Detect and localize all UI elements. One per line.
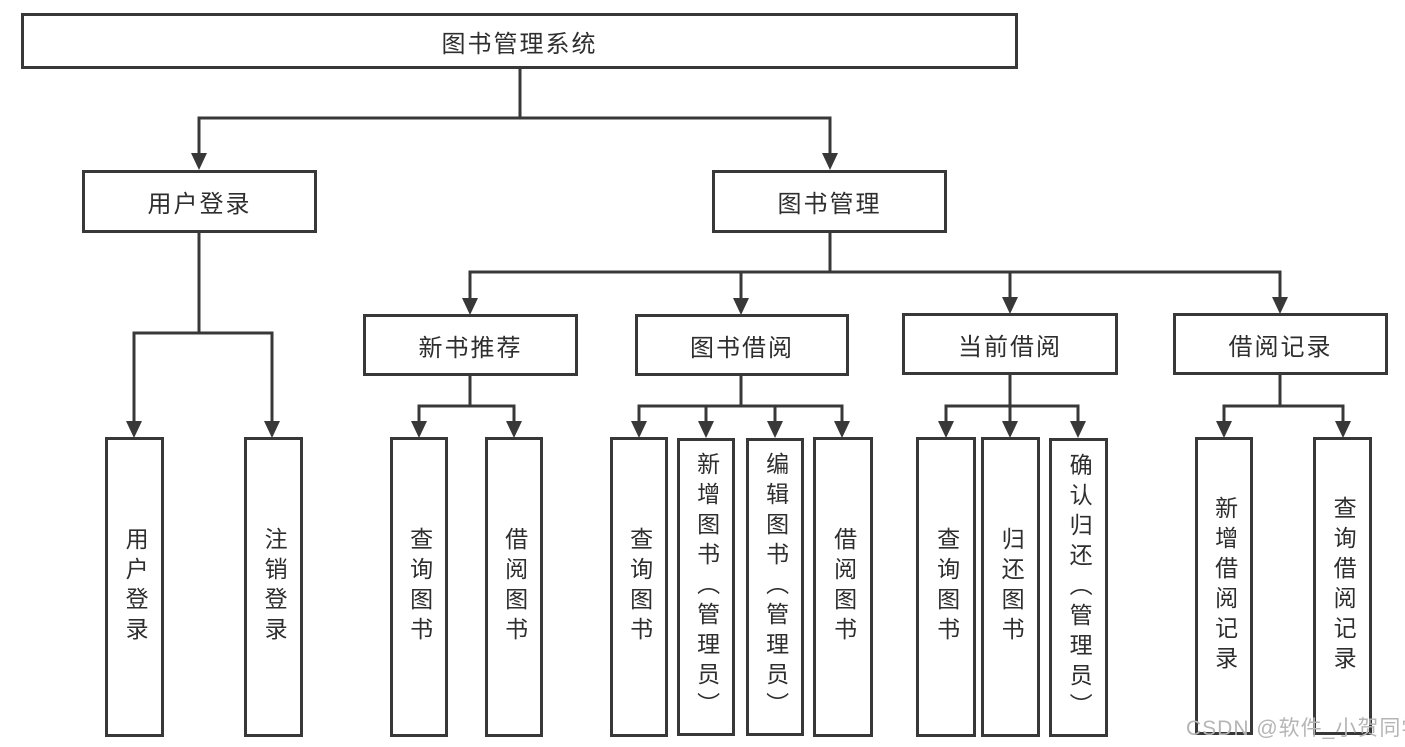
leaf-add-borrow-record: 新增借阅记录 (1195, 437, 1253, 735)
connector-root (191, 69, 838, 170)
connector-book-management (462, 233, 1288, 315)
leaf-borrow-books-recommend: 借阅图书 (485, 437, 543, 737)
leaf-edit-books-admin: 编辑图书（管理员） (746, 438, 804, 736)
node-user-login: 用户登录 (82, 170, 317, 233)
leaf-query-books-current: 查询图书 (916, 437, 976, 737)
connector-borrowing-records (1216, 375, 1351, 438)
leaf-borrow-books-borrowing: 借阅图书 (813, 437, 873, 737)
connector-new-book-recommendation (411, 376, 522, 438)
leaf-query-books-borrowing: 查询图书 (610, 437, 668, 737)
node-book-management: 图书管理 (712, 170, 947, 233)
node-current-borrowing: 当前借阅 (902, 313, 1118, 375)
leaf-add-books-admin: 新增图书（管理员） (677, 438, 735, 736)
leaf-return-books: 归还图书 (981, 437, 1040, 737)
leaf-confirm-return-admin: 确认归还（管理员） (1049, 438, 1108, 737)
connector-book-borrowing (631, 376, 850, 438)
node-root-system: 图书管理系统 (21, 13, 1018, 69)
node-new-book-recommendation: 新书推荐 (363, 314, 578, 376)
watermark: CSDN @软件_小贺同学 (1186, 717, 1405, 740)
node-borrowing-records: 借阅记录 (1173, 313, 1388, 375)
leaf-query-books-recommend: 查询图书 (390, 437, 448, 737)
connector-user-login (126, 233, 280, 438)
leaf-query-borrow-record: 查询借阅记录 (1313, 437, 1372, 735)
connector-current-borrowing (938, 375, 1086, 438)
node-book-borrowing: 图书借阅 (635, 314, 849, 376)
leaf-user-login: 用户登录 (105, 437, 164, 737)
leaf-logout-login: 注销登录 (244, 437, 303, 737)
